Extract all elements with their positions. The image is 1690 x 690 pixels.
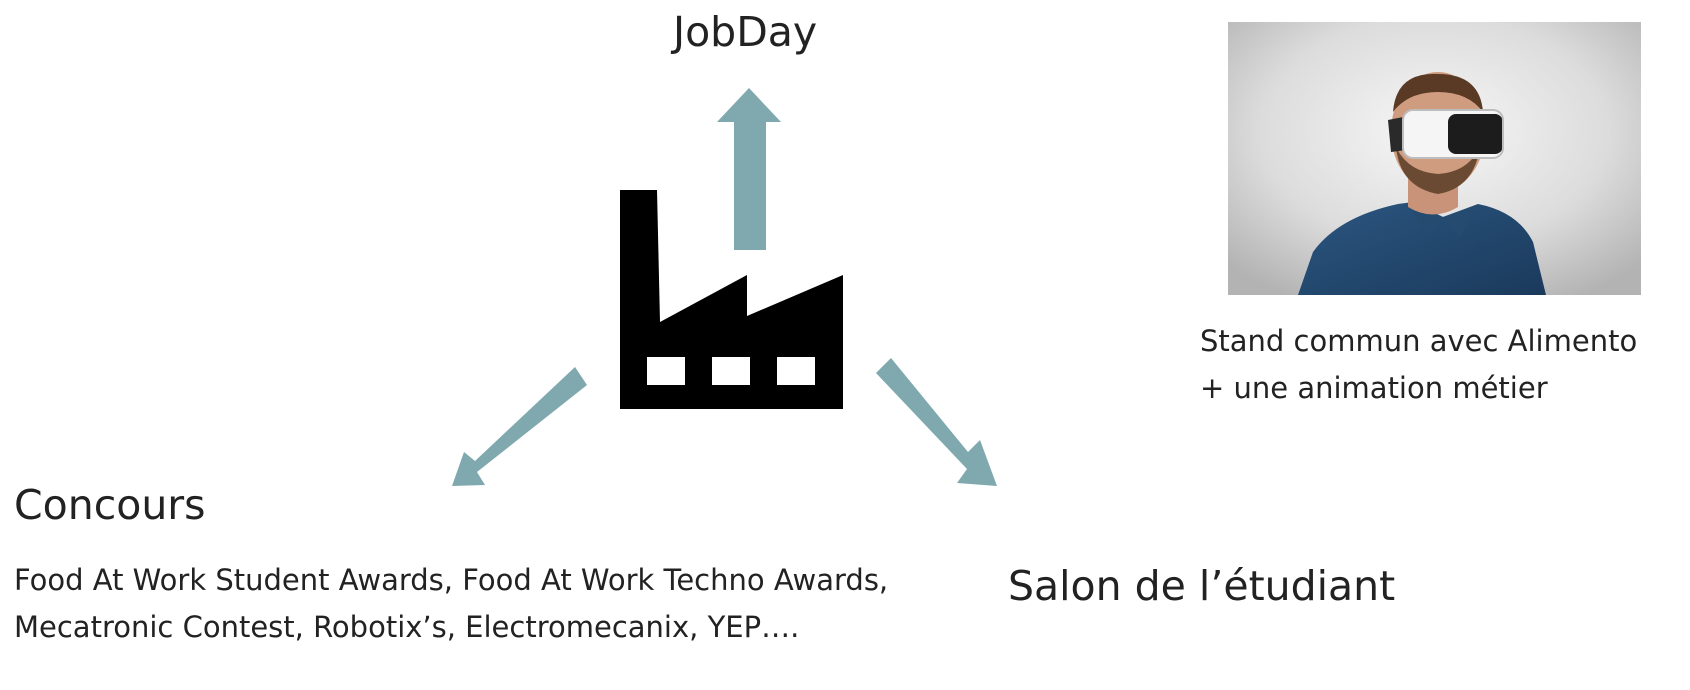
factory-icon xyxy=(620,190,843,409)
jobday-title: JobDay xyxy=(673,8,818,56)
arrow-to-salon xyxy=(876,358,997,486)
photo-caption: Stand commun avec Alimento + une animati… xyxy=(1200,324,1638,405)
arrow-to-concours xyxy=(452,367,587,486)
concours-title: Concours xyxy=(14,481,206,529)
vr-headset-photo xyxy=(1228,22,1641,295)
salon-title: Salon de l’étudiant xyxy=(1008,562,1396,610)
concours-description: Food At Work Student Awards, Food At Wor… xyxy=(14,563,889,644)
arrow-up-to-jobday xyxy=(717,88,781,250)
